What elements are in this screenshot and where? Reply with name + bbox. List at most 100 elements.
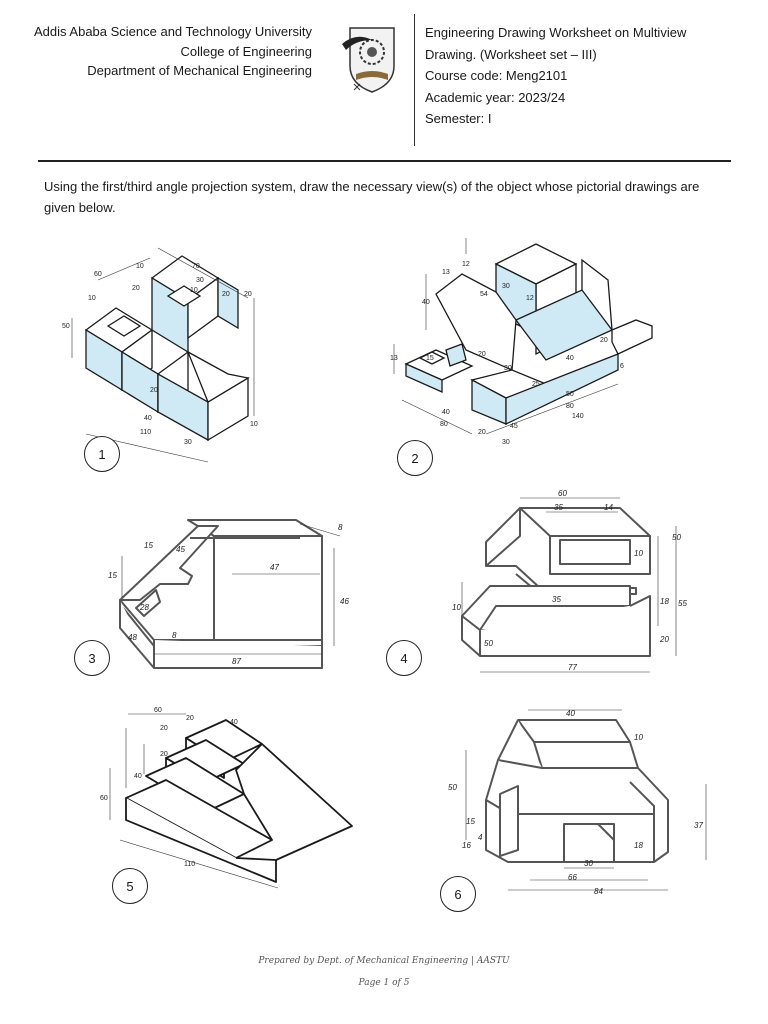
svg-text:20: 20 [132,285,140,292]
svg-text:20: 20 [160,725,168,732]
svg-text:35: 35 [554,503,563,512]
svg-text:20: 20 [478,351,486,358]
svg-text:40: 40 [566,709,575,718]
figure-5-drawing: 60 20 40 20 20 40 60 110 [96,690,376,900]
svg-text:30: 30 [502,283,510,290]
svg-text:66: 66 [568,873,577,882]
svg-text:40: 40 [566,355,574,362]
svg-text:50: 50 [672,533,681,542]
svg-text:25: 25 [532,381,540,388]
svg-text:12: 12 [462,261,470,268]
svg-text:47: 47 [270,563,279,572]
svg-text:54: 54 [480,291,488,298]
svg-text:15: 15 [144,541,153,550]
svg-text:50: 50 [62,323,70,330]
svg-text:35: 35 [552,595,561,604]
svg-text:16: 16 [462,841,471,850]
svg-text:13: 13 [442,269,450,276]
svg-text:20: 20 [160,751,168,758]
figure-2-label: 2 [397,440,433,476]
svg-text:50: 50 [566,391,574,398]
svg-text:40: 40 [442,409,450,416]
svg-text:37: 37 [694,821,703,830]
svg-text:18: 18 [634,841,643,850]
figure-3-label: 3 [74,640,110,676]
svg-text:6: 6 [620,363,624,370]
svg-text:50: 50 [484,639,493,648]
worksheet-info-block: Engineering Drawing Worksheet on Multivi… [425,22,755,130]
svg-text:20: 20 [244,291,252,298]
svg-text:48: 48 [128,633,137,642]
svg-text:55: 55 [678,599,687,608]
svg-text:20: 20 [186,715,194,722]
svg-text:80: 80 [440,421,448,428]
svg-text:10: 10 [634,549,643,558]
svg-text:84: 84 [594,887,603,896]
svg-text:60: 60 [100,795,108,802]
svg-text:60: 60 [94,271,102,278]
svg-text:60: 60 [154,707,162,714]
svg-text:30: 30 [502,439,510,446]
svg-text:20: 20 [600,337,608,344]
svg-text:20: 20 [478,429,486,436]
college-name: College of Engineering [180,43,312,59]
svg-text:20: 20 [222,291,230,298]
svg-text:40: 40 [134,773,142,780]
svg-text:10: 10 [88,295,96,302]
svg-text:30: 30 [184,439,192,446]
institution-block: Addis Ababa Science and Technology Unive… [20,22,312,81]
university-logo-icon [336,18,408,98]
svg-text:4: 4 [478,833,483,842]
svg-text:8: 8 [338,523,343,532]
svg-text:77: 77 [568,663,577,672]
svg-text:110: 110 [184,861,195,868]
figure-1-label: 1 [84,436,120,472]
svg-text:140: 140 [572,413,584,420]
semester: Semester: I [425,111,492,126]
footer-prepared-by: Prepared by Dept. of Mechanical Engineer… [258,956,510,966]
figure-2-drawing: 12 13 30 12 54 40 13 15 20 20 30 25 40 6… [386,234,656,454]
instruction-text: Using the first/third angle projection s… [44,179,700,215]
svg-text:30: 30 [584,859,593,868]
svg-text:8: 8 [172,631,177,640]
svg-text:18: 18 [660,597,669,606]
svg-text:15: 15 [466,817,475,826]
svg-text:80: 80 [566,403,574,410]
course-code: Course code: Meng2101 [425,68,568,83]
svg-text:10: 10 [452,603,461,612]
footer-page-number: Page 1 of 5 [358,978,410,988]
svg-text:40: 40 [422,299,430,306]
svg-text:28: 28 [139,603,149,612]
academic-year: Academic year: 2023/24 [425,89,566,105]
figure-6-label: 6 [440,876,476,912]
header-rule [38,160,731,162]
svg-text:45: 45 [176,545,185,554]
department-name: Department of Mechanical Engineering [87,63,312,78]
figure-1-drawing: 60 10 70 30 10 20 20 20 10 50 20 40 110 … [58,238,278,468]
figure-4-label: 4 [386,640,422,676]
figure-6-drawing: 40 10 50 15 16 4 18 37 30 66 84 [438,700,720,900]
figure-4-drawing: 60 35 14 50 10 35 18 55 10 20 50 77 [450,486,690,682]
svg-text:13: 13 [390,355,398,362]
svg-text:20: 20 [150,387,158,394]
header-divider [414,14,415,146]
svg-text:20: 20 [659,635,669,644]
svg-text:10: 10 [634,733,643,742]
svg-text:40: 40 [230,719,238,726]
svg-text:30: 30 [504,365,512,372]
figure-3-drawing: 8 45 47 15 28 46 48 8 87 15 [100,508,370,678]
svg-text:110: 110 [140,429,151,436]
worksheet-title-line1: Engineering Drawing Worksheet on Multivi… [425,25,687,40]
svg-text:10: 10 [250,421,258,428]
svg-text:30: 30 [196,277,204,284]
svg-text:12: 12 [526,295,534,302]
svg-text:87: 87 [232,657,241,666]
svg-text:10: 10 [136,263,144,270]
svg-text:45: 45 [510,423,518,430]
worksheet-title-line2: Drawing. (Worksheet set – III) [425,46,597,62]
university-name: Addis Ababa Science and Technology Unive… [34,24,312,39]
figure-5-label: 5 [112,868,148,904]
svg-text:60: 60 [558,489,567,498]
svg-text:15: 15 [108,571,117,580]
svg-text:70: 70 [192,263,200,270]
